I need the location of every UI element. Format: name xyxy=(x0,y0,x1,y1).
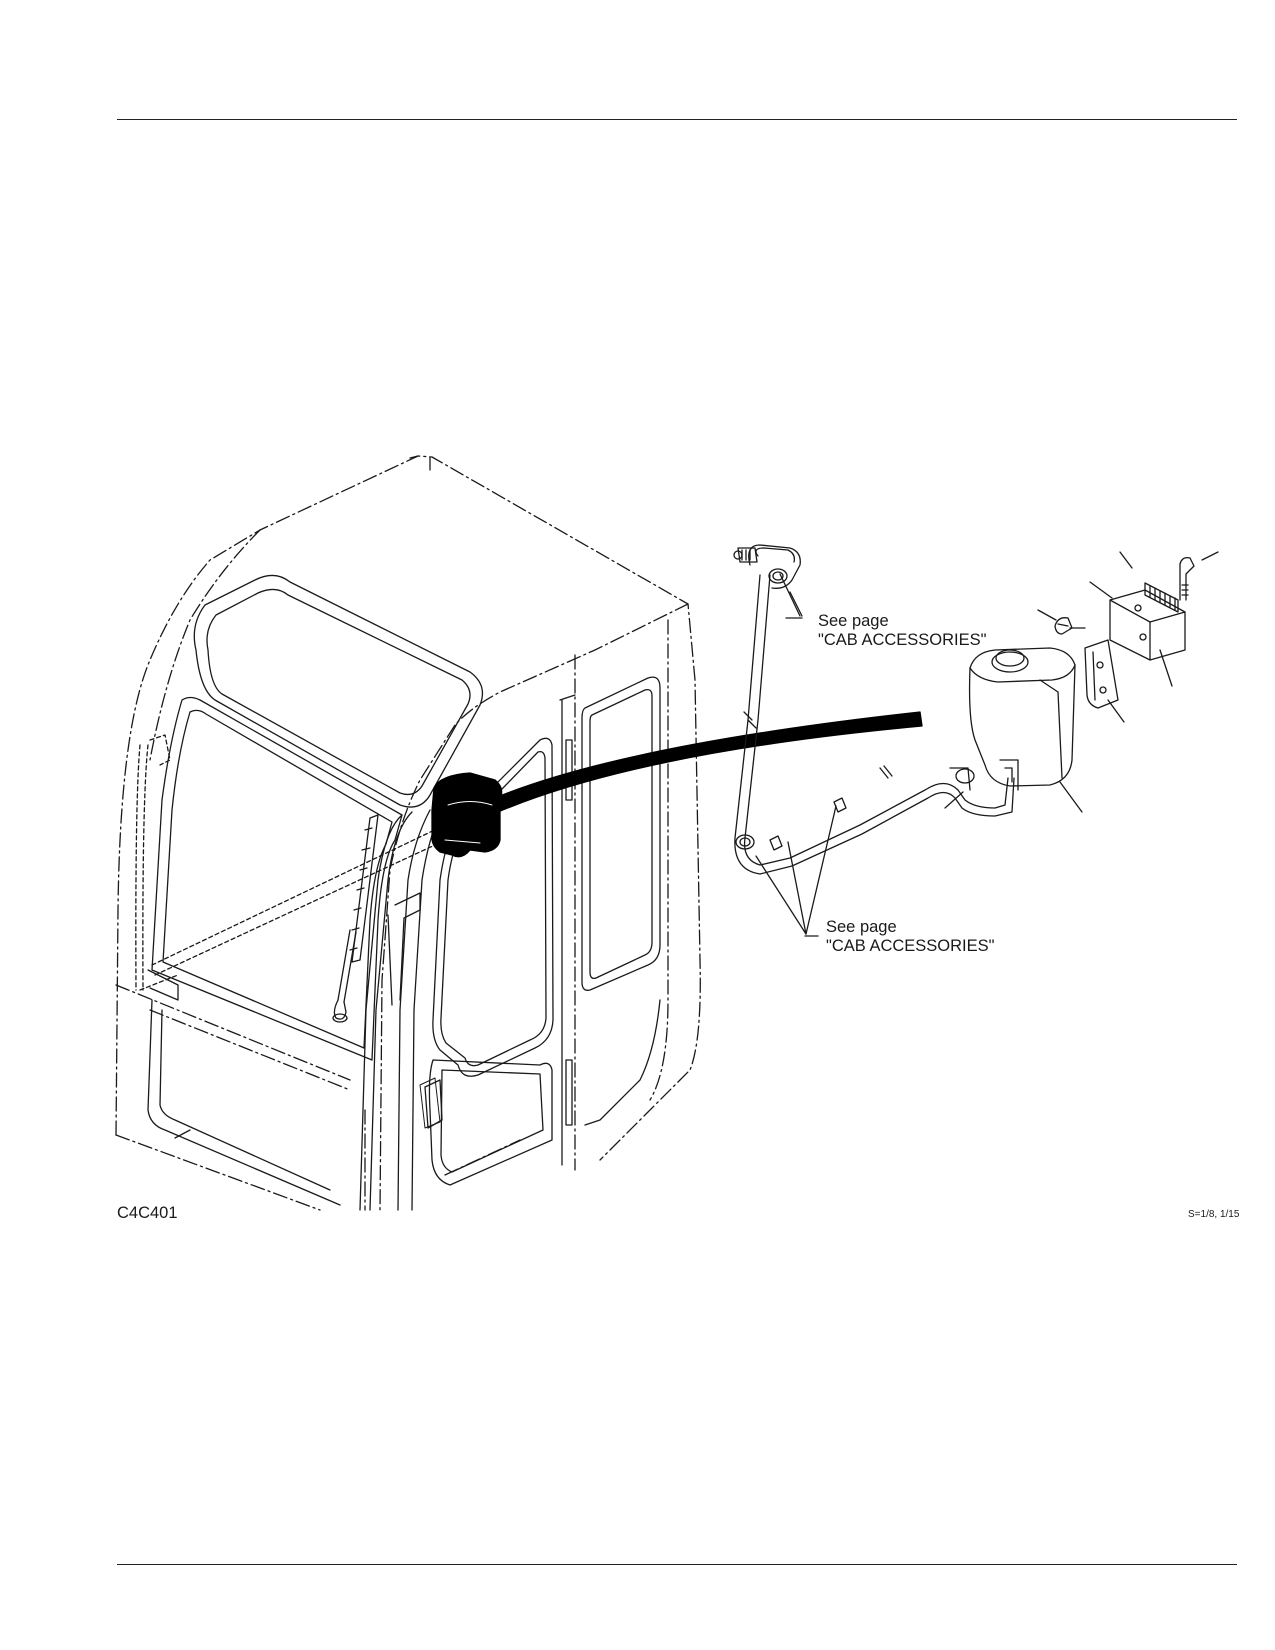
figure-id: C4C401 xyxy=(117,1204,178,1222)
scale-note: S=1/8, 1/15 xyxy=(1188,1209,1240,1220)
callout-bottom-line1: See page xyxy=(826,918,897,936)
callout-bottom: See page "CAB ACCESSORIES" xyxy=(826,918,995,956)
front-pillar xyxy=(359,807,443,1211)
roof-window xyxy=(193,574,484,808)
cab-outline xyxy=(115,455,701,1211)
callout-top-line1: See page xyxy=(818,612,889,630)
side-window xyxy=(581,676,661,1126)
washer-hose xyxy=(733,544,1015,875)
left-pillar xyxy=(135,734,456,991)
front-windshield xyxy=(147,696,403,1206)
callout-bottom-line2: "CAB ACCESSORIES" xyxy=(826,937,995,955)
wiper-arm xyxy=(332,814,379,1023)
washer-motor-highlight xyxy=(431,711,923,858)
bracket-hardware xyxy=(1054,556,1195,709)
leader-lines xyxy=(755,551,1219,937)
header-rule xyxy=(117,119,1237,120)
callout-top-line2: "CAB ACCESSORIES" xyxy=(818,631,987,649)
callout-top: See page "CAB ACCESSORIES" xyxy=(818,612,987,650)
door xyxy=(419,694,576,1186)
washer-tank xyxy=(968,647,1076,791)
footer-rule xyxy=(117,1564,1237,1565)
